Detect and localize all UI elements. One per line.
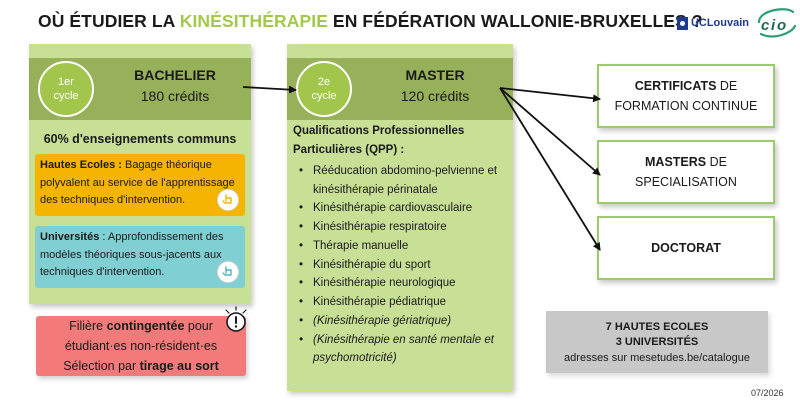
master-column: 2e cycle MASTER 120 crédits Qualificatio… <box>287 44 513 391</box>
bachelier-cycle-badge: 1er cycle <box>38 61 94 117</box>
title-highlight: KINÉSITHÉRAPIE <box>179 11 328 31</box>
qpp-list: Rééducation abdomino-pelvienne et kinési… <box>295 162 510 368</box>
arrow-master-masters <box>499 87 601 176</box>
contingent-text: Filière <box>69 319 107 333</box>
svg-text:c: c <box>761 17 770 34</box>
qpp-item: Kinésithérapie respiratoire <box>295 218 510 237</box>
uclouvain-logo-text: UCLouvain <box>690 17 749 29</box>
contingent-text: Sélection par <box>63 359 140 373</box>
bachelier-title: BACHELIER <box>134 67 216 83</box>
uclouvain-logo-icon <box>677 16 688 30</box>
master-cycle-word: cycle <box>311 90 337 102</box>
master-title: MASTER <box>405 67 465 83</box>
masters-rest: DE <box>706 155 727 169</box>
qpp-item: Rééducation abdomino-pelvienne et kinési… <box>295 162 510 199</box>
hand-pointer-icon[interactable] <box>217 189 239 211</box>
qpp-item: Kinésithérapie du sport <box>295 256 510 275</box>
bachelier-credits: 180 crédits <box>140 88 210 104</box>
qpp-item: Kinésithérapie pédiatrique <box>295 293 510 312</box>
svg-text:i: i <box>771 17 776 34</box>
contingent-bold: contingentée <box>106 319 185 333</box>
doctorat-label: DOCTORAT <box>651 241 721 255</box>
master-cycle-num: 2e <box>317 75 331 88</box>
common-teaching: 60% d'enseignements communs <box>43 132 237 146</box>
hand-pointer-icon[interactable] <box>217 261 239 283</box>
stats-universites: 3 UNIVERSITÉS <box>615 336 699 349</box>
master-header: 2e cycle MASTER 120 crédits <box>287 58 513 120</box>
qpp-item: Thérapie manuelle <box>295 237 510 256</box>
certificats-box: CERTIFICATS DE FORMATION CONTINUE <box>597 64 775 128</box>
date-label: 07/2026 <box>751 388 784 398</box>
qpp-item: Kinésithérapie cardiovasculaire <box>295 199 510 218</box>
certificats-rest: DE <box>716 79 738 93</box>
masters-specialisation-box: MASTERS DE SPECIALISATION <box>597 140 775 204</box>
stats-adresses: adresses sur mesetudes.be/catalogue <box>564 351 750 364</box>
universites-text: : Approfondissement des modèles théoriqu… <box>40 231 224 279</box>
qpp-item: Kinésithérapie neurologique <box>295 274 510 293</box>
uclouvain-logo: UCLouvain <box>677 14 749 32</box>
title-prefix: OÙ ÉTUDIER LA <box>38 11 180 31</box>
contingent-box: Filière contingentée pour étudiant·es no… <box>36 316 246 376</box>
stats-box: 7 HAUTES ECOLES 3 UNIVERSITÉS adresses s… <box>546 311 768 373</box>
masters-bold: MASTERS <box>645 155 707 169</box>
bachelier-cycle-num: 1er <box>58 75 74 88</box>
qpp-item-optional: (Kinésithérapie gériatrique) <box>295 312 510 331</box>
svg-text:o: o <box>777 17 786 34</box>
contingent-text: pour <box>184 319 213 333</box>
arrow-master-doctorat <box>499 87 601 251</box>
master-credits: 120 crédits <box>400 88 470 104</box>
bachelier-cycle-word: cycle <box>53 90 79 102</box>
universites-label: Universités <box>40 231 100 243</box>
title-suffix: EN FÉDÉRATION WALLONIE-BRUXELLES ? <box>327 11 703 31</box>
stats-hautes-ecoles: 7 HAUTES ECOLES <box>605 321 709 333</box>
master-cycle-badge: 2e cycle <box>296 61 352 117</box>
page-title: OÙ ÉTUDIER LA KINÉSITHÉRAPIE EN FÉDÉRATI… <box>38 11 703 32</box>
qpp-title: Qualifications Professionnelles Particul… <box>293 125 465 156</box>
contingent-line2: étudiant·es non-résident·es <box>64 339 218 353</box>
qpp-item-optional: (Kinésithérapie en santé mentale et psyc… <box>295 331 510 368</box>
cio-logo: c i o <box>757 8 797 38</box>
hautes-ecoles-label: Hautes Ecoles : <box>40 159 122 171</box>
bachelier-header: 1er cycle BACHELIER 180 crédits <box>29 58 251 120</box>
doctorat-box: DOCTORAT <box>597 216 775 280</box>
contingent-bold: tirage au sort <box>139 359 219 373</box>
exclamation-icon <box>225 306 247 332</box>
hautes-ecoles-box: Hautes Ecoles : Bagage théorique polyval… <box>35 154 245 216</box>
hautes-ecoles-text: Bagage théorique polyvalent au service d… <box>40 159 235 207</box>
masters-line2: SPECIALISATION <box>635 175 737 189</box>
certificats-line2: FORMATION CONTINUE <box>614 99 758 113</box>
certificats-bold: CERTIFICATS <box>634 79 717 93</box>
bachelier-column: 1er cycle BACHELIER 180 crédits 60% d'en… <box>29 44 251 304</box>
universites-box: Universités : Approfondissement des modè… <box>35 226 245 288</box>
arrow-master-certificats <box>499 87 601 103</box>
